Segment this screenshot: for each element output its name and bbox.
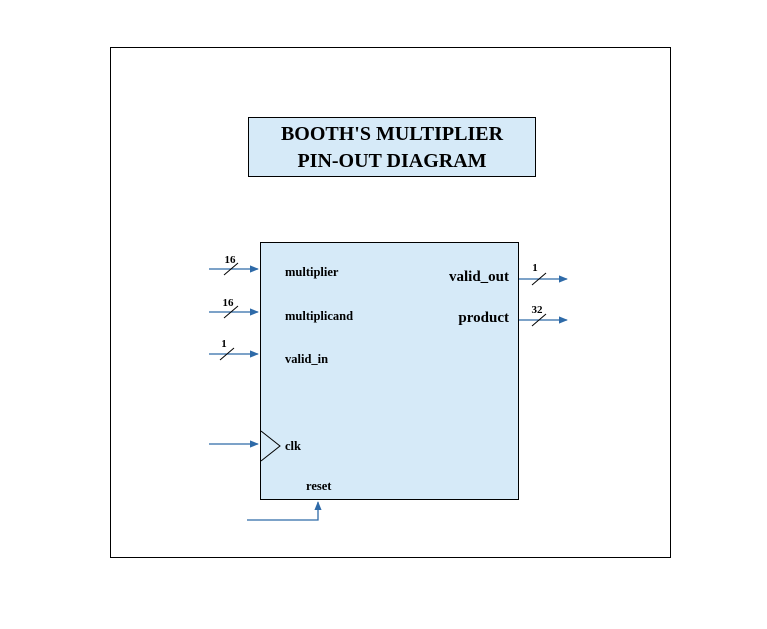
clock-triangle-icon	[260, 430, 281, 462]
input-pin-multiplier: 16 multiplier	[209, 254, 339, 279]
pin-label-valid-out: valid_out	[449, 269, 509, 285]
output-pin-valid-out: valid_out 1	[449, 262, 568, 286]
pin-label-product: product	[458, 310, 509, 326]
multiplier-block	[260, 242, 519, 500]
clock-pin: clk	[209, 430, 301, 462]
pin-label-clk: clk	[285, 439, 301, 453]
pin-label-multiplier: multiplier	[285, 265, 339, 279]
title-line-2: PIN-OUT DIAGRAM	[297, 150, 486, 172]
input-pin-valid-in: 1 valid_in	[209, 338, 328, 366]
title-line-1: BOOTH'S MULTIPLIER	[281, 123, 504, 145]
title-box: BOOTH'S MULTIPLIER PIN-OUT DIAGRAM	[248, 117, 536, 177]
pin-label-reset: reset	[306, 479, 332, 493]
input-pin-multiplicand: 16 multiplicand	[209, 297, 353, 323]
bus-width-multiplicand: 16	[223, 297, 235, 309]
output-pin-product: product 32	[458, 304, 568, 327]
bus-width-product: 32	[532, 304, 544, 316]
bus-width-valid-in: 1	[221, 338, 227, 350]
reset-pin: reset	[247, 479, 332, 521]
bus-width-multiplier: 16	[225, 254, 237, 266]
pin-label-multiplicand: multiplicand	[285, 309, 353, 323]
bus-width-valid-out: 1	[532, 262, 538, 274]
pin-label-valid-in: valid_in	[285, 352, 328, 366]
